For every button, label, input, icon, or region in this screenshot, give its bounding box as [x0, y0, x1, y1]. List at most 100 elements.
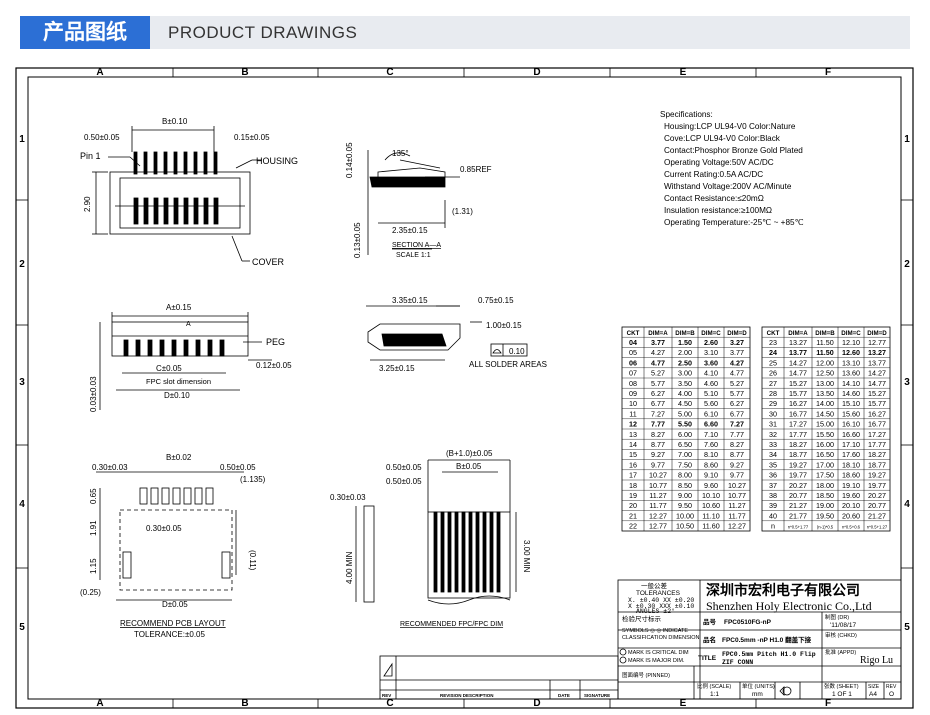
check-label: 审核 (CHKD) — [825, 631, 857, 639]
revision-headers: REV REVISION DESCRIPTION DATE SIGNATURE — [382, 693, 610, 698]
table-cell: 6.60 — [704, 420, 718, 429]
table-cell: 15.27 — [789, 379, 807, 388]
table-cell: 19.27 — [868, 471, 886, 480]
pcb-dim-030b: 0.30±0.05 — [146, 524, 182, 533]
title-label: TITLE — [698, 655, 717, 662]
sym-line-1: SYMBOLS ◎ ◎ INDICATE — [622, 628, 688, 634]
dim-a: A±0.15 — [166, 303, 192, 312]
table-cell: 15.50 — [816, 430, 834, 439]
table-cell: 04 — [629, 338, 637, 347]
pcb-dim-115: 1.15 — [89, 558, 98, 574]
table-cell: 10.27 — [649, 471, 667, 480]
table-cell: 12.10 — [842, 338, 860, 347]
table-cell: 16.27 — [789, 399, 807, 408]
table-cell: 24 — [769, 348, 777, 357]
table-cell: 18.50 — [816, 491, 834, 500]
table-cell: 3.27 — [730, 338, 744, 347]
banner-title-cn: 产品图纸 — [20, 16, 150, 49]
table-cell: 8.77 — [651, 440, 665, 449]
pcb-dim-065: 0.65 — [89, 488, 98, 504]
table-cell: 6.77 — [651, 399, 665, 408]
table-cell: 23 — [769, 338, 777, 347]
zone-bottom-c: C — [386, 698, 393, 709]
table-cell: 6.10 — [704, 409, 718, 418]
rev-col-desc: REVISION DESCRIPTION — [440, 693, 494, 698]
scale-label: 比例 (SCALE) — [697, 682, 731, 690]
table-cell: 9.27 — [730, 460, 744, 469]
table-cell: 8.00 — [678, 471, 692, 480]
table-cell: 14.27 — [789, 358, 807, 367]
table-header: CKT — [627, 330, 640, 337]
table-cell: 6.50 — [678, 440, 692, 449]
top-contacts — [133, 197, 219, 225]
table-cell: 20.10 — [842, 501, 860, 510]
spec-line: Operating Temperature:-25℃ ~ +85℃ — [664, 218, 804, 227]
spec-line: Withstand Voltage:200V AC/Minute — [664, 182, 792, 191]
table-cell: 11.77 — [728, 511, 745, 520]
table-cell: 9.77 — [651, 460, 665, 469]
product-drawing: A B C D E F A B C D E F 1 2 3 4 5 1 2 3 … — [15, 67, 914, 709]
table-cell: 17.27 — [789, 420, 807, 429]
side-view-labels: 3.35±0.15 0.75±0.15 1.00±0.15 0.10 3.25±… — [379, 296, 547, 373]
zone-left-4: 4 — [19, 499, 25, 510]
table-cell: 1.50 — [678, 338, 692, 347]
revision-strip — [379, 655, 619, 700]
outer-frame — [15, 67, 914, 709]
table-header: CKT — [767, 330, 780, 337]
zone-right-3: 3 — [904, 377, 910, 388]
spec-line: Insulation resistance:≥100MΩ — [664, 206, 772, 215]
table-cell: 12.77 — [649, 522, 667, 531]
dim-013: 0.13±0.05 — [353, 222, 362, 258]
table-cell: 7.77 — [651, 420, 665, 429]
table-cell: 18.77 — [789, 450, 807, 459]
table-cell: 19.27 — [789, 460, 807, 469]
dim-235: 2.35±0.15 — [392, 226, 428, 235]
fpc-dim-300: 3.00 MIN — [522, 540, 531, 573]
table-cell: 5.50 — [678, 420, 692, 429]
pcb-pads — [122, 487, 231, 579]
table-cell: 6.27 — [730, 399, 744, 408]
fpc-dim-030: 0.30±0.03 — [330, 493, 366, 502]
side-body — [367, 323, 461, 351]
table-cell: 8.27 — [730, 440, 744, 449]
table-cell: 7.00 — [678, 450, 692, 459]
spec-line: Housing:LCP UL94-V0 Color:Nature — [664, 122, 796, 131]
table-cell: 16.77 — [868, 420, 886, 429]
section-scale: SCALE 1:1 — [396, 252, 431, 259]
table-cell: 14.77 — [789, 369, 807, 378]
table-cell: 13.77 — [868, 358, 886, 367]
table-cell: 18.77 — [868, 460, 886, 469]
pcb-dim-025: (0.25) — [80, 588, 101, 597]
table-cell: 14.50 — [816, 409, 834, 418]
fpc-dim — [355, 459, 517, 605]
table-cell: 14.10 — [842, 379, 860, 388]
table-cell: 9.77 — [730, 471, 744, 480]
top-pins — [133, 151, 218, 175]
table-cell: 3.00 — [678, 369, 692, 378]
table-cell: 12.00 — [816, 358, 834, 367]
table-cell: 14 — [629, 440, 637, 449]
zone-bottom-e: E — [680, 698, 687, 709]
table-cell: 7.27 — [730, 420, 744, 429]
section-view — [367, 150, 460, 255]
table-cell: 18.27 — [789, 440, 807, 449]
table-cell: 16.00 — [816, 440, 834, 449]
table-cell: 34 — [769, 450, 777, 459]
table-cell: 9.50 — [678, 501, 692, 510]
company-en: Shenzhen Holy Electronic Co.,Ltd — [706, 599, 872, 613]
dim-height: 2.90 — [83, 196, 92, 212]
table-cell: 21.27 — [868, 511, 886, 520]
table-cell: 7.27 — [651, 409, 665, 418]
table-cell: 19.77 — [789, 471, 807, 480]
table-cell: 10.60 — [702, 501, 720, 510]
fpc-dim-050b: 0.50±0.05 — [386, 477, 422, 486]
name: FPC0.5mm -nP H1.0 翻盖下接 — [722, 635, 812, 644]
zone-top-e: E — [680, 67, 687, 78]
top-view — [92, 126, 262, 262]
zone-right-1: 1 — [904, 134, 910, 145]
table-cell: 10 — [629, 399, 637, 408]
fpc-dim-b1: (B+1.0)±0.05 — [446, 449, 493, 458]
table-cell: 2.00 — [678, 348, 692, 357]
dim-pitch: 0.50±0.05 — [84, 133, 120, 142]
fpc-dim-050a: 0.50±0.05 — [386, 463, 422, 472]
